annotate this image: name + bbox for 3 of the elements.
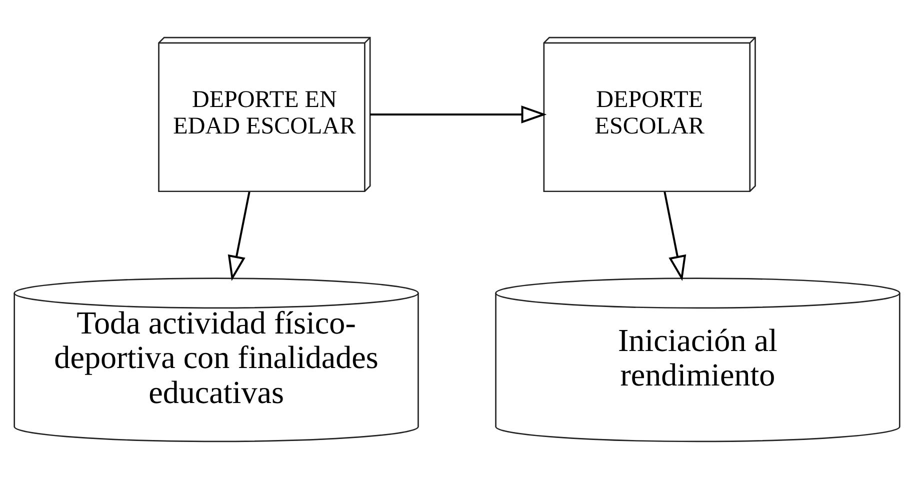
arrow [663,192,686,282]
arrow [227,192,250,282]
arrow [370,106,546,124]
